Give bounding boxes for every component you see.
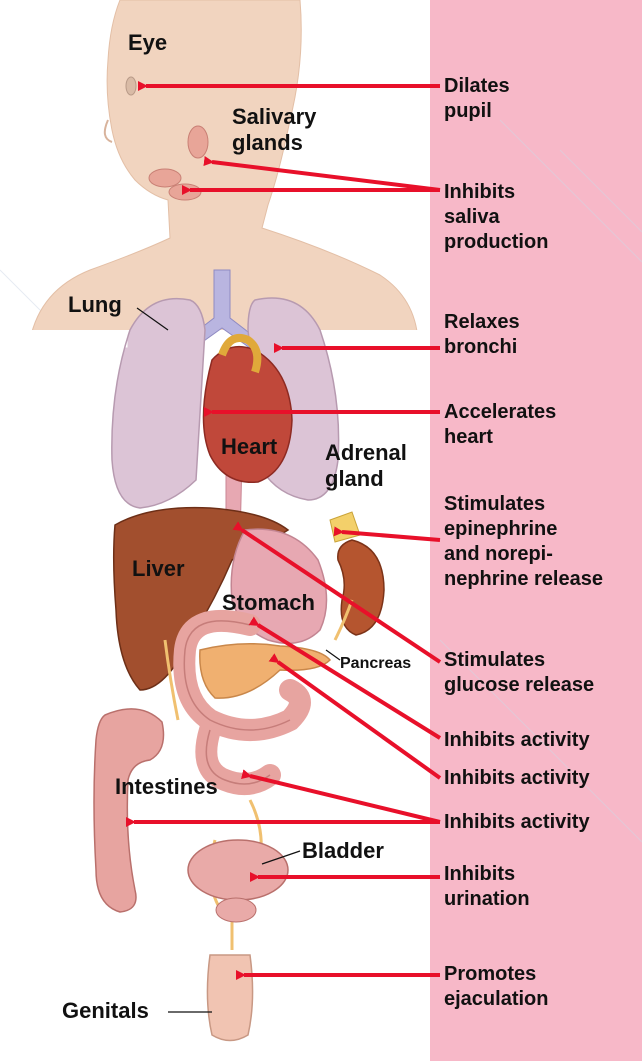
label-genitals: Genitals bbox=[62, 998, 149, 1024]
label-adrenal-gland: Adrenal gland bbox=[325, 440, 407, 492]
effect-inhibits-saliva: Inhibits saliva production bbox=[444, 180, 548, 255]
bladder-shape bbox=[188, 840, 288, 900]
label-pancreas: Pancreas bbox=[340, 654, 411, 674]
effect-stimulates-glucose: Stimulates glucose release bbox=[444, 648, 594, 698]
effect-relaxes-bronchi: Relaxes bronchi bbox=[444, 310, 520, 360]
effect-inhibits-activity-pancreas: Inhibits activity bbox=[444, 766, 590, 791]
effect-stimulates-epinephrine: Stimulates epinephrine and norepi- nephr… bbox=[444, 492, 603, 592]
prostate-shape bbox=[216, 898, 256, 922]
effect-inhibits-activity-stomach: Inhibits activity bbox=[444, 728, 590, 753]
effect-accelerates-heart: Accelerates heart bbox=[444, 400, 556, 450]
effect-inhibits-urination: Inhibits urination bbox=[444, 862, 530, 912]
eye-shape bbox=[126, 77, 136, 95]
label-heart: Heart bbox=[221, 434, 277, 460]
effect-dilates-pupil: Dilates pupil bbox=[444, 74, 510, 124]
label-liver: Liver bbox=[132, 556, 185, 582]
label-bladder: Bladder bbox=[302, 838, 384, 864]
genital-shape bbox=[207, 955, 252, 1041]
effect-inhibits-activity-intestines: Inhibits activity bbox=[444, 810, 590, 835]
label-eye: Eye bbox=[128, 30, 167, 56]
label-lung: Lung bbox=[68, 292, 122, 318]
effect-promotes-ejaculation: Promotes ejaculation bbox=[444, 962, 548, 1012]
label-intestines: Intestines bbox=[115, 774, 218, 800]
label-stomach: Stomach bbox=[222, 590, 315, 616]
label-salivary-glands: Salivary glands bbox=[232, 104, 316, 156]
